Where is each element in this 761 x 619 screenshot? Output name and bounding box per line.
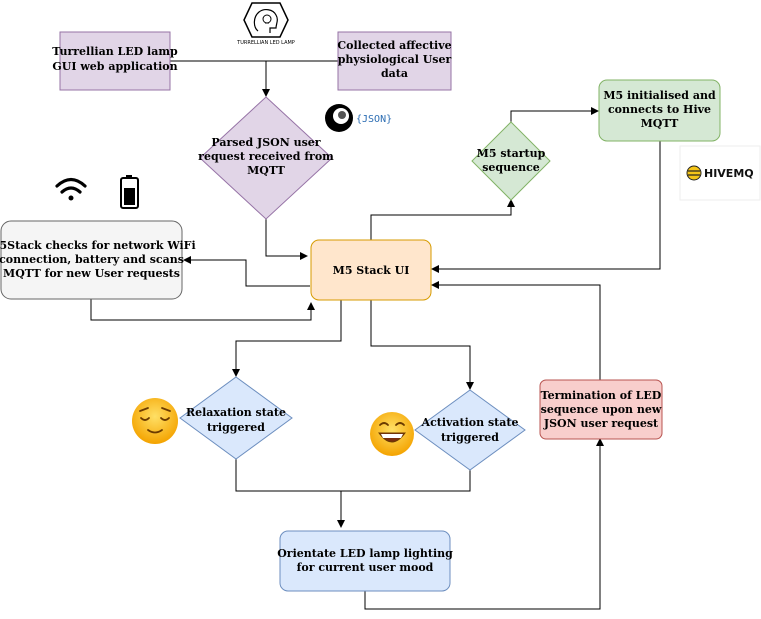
edge-parsed-to-ui xyxy=(265,218,308,260)
edge-startup-to-init xyxy=(510,107,599,122)
m5-ui-label: M5 Stack UI xyxy=(333,264,410,277)
termination-line-3: JSON user request xyxy=(543,417,659,430)
init-hive-line-3: MQTT xyxy=(641,117,680,130)
startup-line-1: M5 startup xyxy=(477,147,546,160)
node-user-data: Collected affective physiological User d… xyxy=(337,31,452,91)
init-hive-line-1: M5 initialised and xyxy=(603,89,716,102)
gui-app-line-1: Turrellian LED lamp xyxy=(52,45,178,58)
node-parsed-json: Parsed JSON user request received from M… xyxy=(198,96,334,220)
node-network-check: M5Stack checks for network WiFi connecti… xyxy=(0,220,196,300)
node-startup: M5 startup sequence xyxy=(471,121,551,201)
hivemq-bee-icon xyxy=(686,165,702,181)
connectors xyxy=(90,60,661,610)
grinning-face-icon xyxy=(370,412,414,456)
relieved-face-icon xyxy=(132,398,178,444)
relaxation-line-2: triggered xyxy=(207,421,265,434)
node-relaxation: Relaxation state triggered xyxy=(179,376,293,460)
node-init-hive: M5 initialised and connects to Hive MQTT xyxy=(598,79,721,142)
termination-line-2: sequence upon new xyxy=(541,403,662,416)
network-check-line-1: M5Stack checks for network WiFi xyxy=(0,239,196,252)
network-check-line-2: connection, battery and scans xyxy=(0,253,184,266)
activation-line-1: Activation state xyxy=(421,416,519,429)
wifi-icon xyxy=(55,177,87,201)
activation-line-2: triggered xyxy=(441,431,499,444)
parsed-json-line-2: request received from xyxy=(198,150,334,163)
user-data-line-2: physiological User xyxy=(338,53,452,66)
lightbulb-head-icon xyxy=(243,2,289,38)
edge-relaxation-to-orientate xyxy=(235,459,345,528)
edge-ui-to-activation xyxy=(370,300,474,390)
gui-app-line-2: GUI web application xyxy=(52,60,177,73)
edge-ui-to-relaxation xyxy=(232,300,342,377)
node-termination: Termination of LED sequence upon new JSO… xyxy=(539,379,663,440)
orientate-line-1: Orientate LED lamp lighting xyxy=(277,547,453,560)
orientate-line-2: for current user mood xyxy=(297,561,434,574)
edge-init-to-ui xyxy=(431,141,661,273)
hivemq-logo: HIVEMQ xyxy=(679,145,761,201)
edge-orientate-to-termination xyxy=(364,438,604,610)
node-gui-app: Turrellian LED lamp GUI web application xyxy=(52,31,178,91)
edge-activation-to-orientate xyxy=(341,470,471,492)
relaxation-line-1: Relaxation state xyxy=(186,406,286,419)
node-activation: Activation state triggered xyxy=(414,389,526,471)
parsed-json-line-1: Parsed JSON user xyxy=(211,136,320,149)
node-orientate: Orientate LED lamp lighting for current … xyxy=(277,530,453,592)
json-icon xyxy=(325,104,353,132)
battery-icon xyxy=(120,175,139,209)
init-hive-line-2: connects to Hive xyxy=(608,103,711,116)
edge-termination-to-ui xyxy=(431,281,601,380)
user-data-line-3: data xyxy=(381,67,408,80)
node-m5-ui: M5 Stack UI xyxy=(310,239,432,301)
json-logo-label: {JSON} xyxy=(356,114,392,125)
lamp-logo-caption: TURRELLIAN LED LAMP xyxy=(236,40,295,46)
parsed-json-line-3: MQTT xyxy=(247,164,286,177)
user-data-line-1: Collected affective xyxy=(337,39,451,52)
edge-network-to-ui xyxy=(90,299,315,321)
edge-ui-to-startup xyxy=(370,199,515,240)
network-check-line-3: MQTT for new User requests xyxy=(3,267,180,280)
startup-line-2: sequence xyxy=(482,161,540,174)
edge-gui-to-parsed xyxy=(170,60,270,97)
edge-ui-to-network xyxy=(183,256,310,287)
hivemq-label: HIVEMQ xyxy=(704,167,754,180)
termination-line-1: Termination of LED xyxy=(541,389,662,402)
